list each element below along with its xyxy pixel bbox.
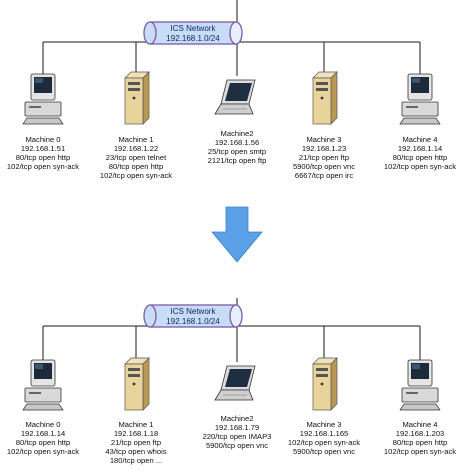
service-line: 2121/tcp open ftp (208, 156, 267, 165)
service-line: 102/tcp open syn-ack (7, 162, 79, 171)
machine-name: Machine 0 (25, 135, 60, 144)
server-tower-icon (312, 71, 338, 125)
hub-end-right (229, 21, 243, 45)
service-line: 6667/tcp open irc (295, 171, 353, 180)
machine-ip: 192.168.1.79 (215, 423, 259, 432)
service-line: 220/tcp open IMAP3 (203, 432, 272, 441)
service-line: 25/tcp open smtp (208, 147, 266, 156)
server-tower-icon (312, 357, 338, 411)
service-line: 21/tcp open ftp (299, 153, 349, 162)
hub-end-left (143, 304, 157, 328)
machine-ip: 192.168.1.18 (114, 429, 158, 438)
machine-ip: 192.168.1.165 (300, 429, 349, 438)
service-line: 5900/tcp open vnc (293, 447, 355, 456)
machine-name: Machine 1 (118, 420, 153, 429)
laptop-icon (214, 79, 256, 115)
network-name: ICS Network (171, 24, 217, 33)
desktop-computer-icon (22, 73, 64, 125)
machine-ip: 192.168.1.51 (21, 144, 65, 153)
desktop-computer-icon (399, 359, 441, 411)
machine-name: Machine 0 (25, 420, 60, 429)
machine-ip: 192.168.1.203 (396, 429, 445, 438)
machine-ip: 192.168.1.14 (21, 429, 65, 438)
service-line: 80/tcp open http (393, 438, 447, 447)
machine-name: Machine2 (221, 129, 254, 138)
network-name: ICS Network (171, 307, 217, 316)
network-subnet: 192.168.1.0/24 (166, 34, 220, 43)
desktop-computer-icon (22, 359, 64, 411)
service-line: 80/tcp open http (109, 162, 163, 171)
service-line: 102/tcp open syn-ack (288, 438, 360, 447)
service-line: 5900/tcp open vnc (206, 441, 268, 450)
service-line: 80/tcp open http (16, 153, 70, 162)
machine-ip: 192.168.1.22 (114, 144, 158, 153)
server-tower-icon (124, 357, 150, 411)
service-line: 180/tcp open ... (110, 456, 162, 465)
machine-name: Machine 1 (118, 135, 153, 144)
service-line: 102/tcp open syn-ack (7, 447, 79, 456)
service-line: 102/tcp open syn-ack (384, 162, 456, 171)
machine-name: Machine 4 (402, 135, 437, 144)
laptop-icon (214, 365, 256, 401)
machine-name: Machine 3 (306, 135, 341, 144)
machine-ip: 192.168.1.23 (302, 144, 346, 153)
hub-end-right (229, 304, 243, 328)
hub-end-left (143, 21, 157, 45)
machine-name: Machine 4 (402, 420, 437, 429)
desktop-computer-icon (399, 73, 441, 125)
machine-ip: 192.168.1.14 (398, 144, 442, 153)
network-subnet: 192.168.1.0/24 (166, 317, 220, 326)
service-line: 102/tcp open syn-ack (384, 447, 456, 456)
service-line: 102/tcp open syn-ack (100, 171, 172, 180)
service-line: 80/tcp open http (393, 153, 447, 162)
service-line: 5900/tcp open vnc (293, 162, 355, 171)
machine-name: Machine2 (221, 414, 254, 423)
server-tower-icon (124, 71, 150, 125)
machine-ip: 192.168.1.56 (215, 138, 259, 147)
service-line: 21/tcp open ftp (111, 438, 161, 447)
service-line: 80/tcp open http (16, 438, 70, 447)
transition-arrow-icon (211, 206, 263, 263)
service-line: 23/tcp open telnet (106, 153, 167, 162)
service-line: 43/tcp open whois (105, 447, 166, 456)
machine-name: Machine 3 (306, 420, 341, 429)
